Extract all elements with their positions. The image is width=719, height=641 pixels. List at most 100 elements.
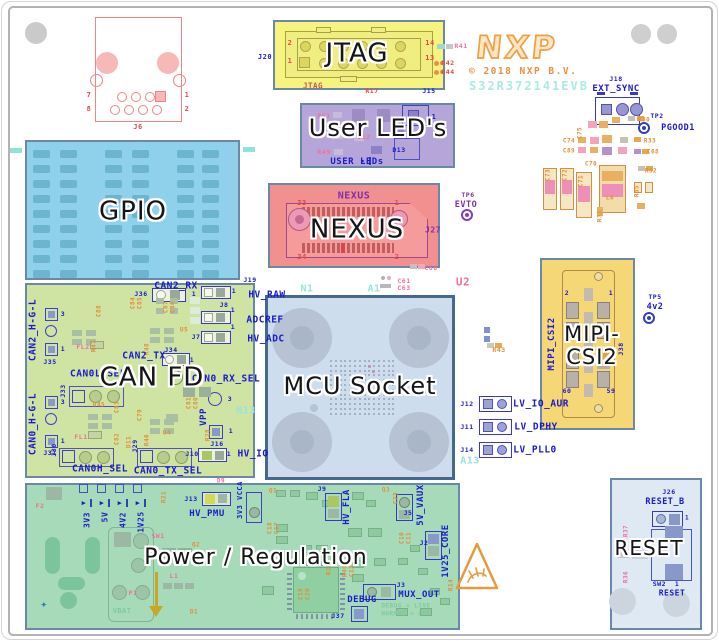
- bga-dot: [378, 412, 380, 415]
- bga-dot: [363, 398, 366, 401]
- silk-label: CAN0_H-G-L: [27, 392, 39, 456]
- bga-dot: [382, 384, 385, 386]
- bga-dot: [349, 412, 352, 415]
- pcb-shape: [145, 92, 155, 102]
- silk-label: VBAT: [112, 607, 132, 615]
- silk-label: ▶: [360, 157, 366, 165]
- pcb-shape: [597, 207, 603, 216]
- pcb-shape: [45, 537, 60, 574]
- pcb-shape: [398, 558, 408, 565]
- pcb-shape: [48, 311, 55, 318]
- silk-label: HV_PMU: [189, 509, 225, 519]
- silk-label: 4v2: [646, 302, 664, 312]
- gpio-pad: [132, 195, 149, 203]
- bga-dot: [358, 379, 361, 382]
- bga-dot: [349, 369, 352, 372]
- silk-label: PGOOD1: [661, 123, 695, 133]
- pcb-shape: [366, 500, 376, 507]
- pcb-shape: [131, 558, 146, 573]
- gpio-pad: [33, 255, 50, 263]
- label-power: Power / Regulation: [144, 544, 368, 570]
- bga-dot: [334, 388, 337, 391]
- silk-label: N13: [236, 405, 256, 417]
- pcb-shape: [162, 548, 176, 558]
- gpio-pad: [60, 225, 77, 233]
- silk-label: 1: [230, 306, 236, 314]
- bga-dot: [363, 360, 366, 362]
- silk-label: 1: [184, 91, 190, 99]
- pcb-shape: [156, 308, 164, 314]
- silk-label: CAN2_TX: [122, 350, 166, 362]
- bga-dot: [378, 369, 380, 372]
- pcb-shape: [394, 138, 420, 160]
- pcb-shape: [584, 336, 593, 349]
- label-mcu-socket: MCU Socket: [283, 371, 437, 400]
- label-nexus: NEXUS: [309, 214, 405, 245]
- gpio-pad: [202, 210, 219, 218]
- bga-dot: [387, 398, 390, 401]
- pcb-shape: [328, 509, 339, 518]
- silk-label: C23: [392, 491, 400, 505]
- bga-dot: [373, 364, 376, 367]
- pcb-shape: [115, 484, 124, 493]
- silk-label: SW1: [151, 532, 165, 540]
- silk-label: 1: [431, 113, 437, 121]
- pcb-shape: [60, 592, 77, 609]
- silk-label: R43: [492, 346, 506, 354]
- pcb-shape: [144, 499, 146, 507]
- pcb-shape: [642, 149, 649, 154]
- bga-dot: [392, 412, 395, 415]
- bga-dot: [354, 364, 356, 367]
- pcb-shape: [177, 355, 186, 364]
- gpio-pad: [105, 240, 122, 248]
- silk-label: U5: [179, 326, 189, 334]
- silk-label: J19: [243, 276, 257, 284]
- pcb-shape: [215, 451, 224, 460]
- pcb-shape: [112, 585, 127, 600]
- gpio-pad: [177, 210, 194, 218]
- pcb-shape: [296, 561, 336, 566]
- pcb-shape: [290, 490, 300, 497]
- bga-dot: [358, 384, 361, 386]
- pcb-shape: [440, 70, 444, 74]
- pcb-shape: [632, 546, 648, 559]
- pcb-shape: [465, 213, 469, 217]
- silk-label: C71: [577, 174, 585, 188]
- bga-dot: [392, 388, 395, 391]
- silk-label: C86: [169, 300, 177, 314]
- pcb-shape: [402, 105, 429, 126]
- silk-label: 5V_VAUX: [416, 484, 426, 526]
- bga-dot: [382, 408, 385, 410]
- pcb-shape: [45, 435, 58, 448]
- pcb-shape: [369, 157, 371, 165]
- pcb-shape: [395, 58, 406, 69]
- pcb-shape: [150, 419, 160, 425]
- silk-label: CAN0_RX_SEL: [191, 373, 261, 385]
- pcb-shape: [170, 298, 178, 304]
- silk-label: J29: [131, 439, 139, 453]
- bga-dot: [382, 403, 385, 406]
- pcb-shape: [663, 590, 690, 617]
- gpio-pad: [202, 195, 219, 203]
- bga-dot: [358, 412, 361, 415]
- bga-dot: [378, 398, 380, 401]
- bga-dot: [358, 393, 361, 396]
- pcb-shape: [371, 27, 386, 33]
- pcb-shape: [90, 341, 104, 349]
- bga-dot: [344, 364, 347, 367]
- pcb-shape: [319, 58, 330, 69]
- bga-dot: [392, 403, 395, 406]
- pcb-shape: [407, 326, 431, 350]
- pcb-shape: [48, 346, 55, 353]
- silk-label: J36: [134, 290, 148, 298]
- pcb-shape: [138, 105, 148, 115]
- pcb-shape: [377, 109, 390, 122]
- silk-label: DEBUG: [347, 595, 377, 605]
- gpio-pad: [33, 240, 50, 248]
- bga-dot: [378, 403, 380, 406]
- pcb-shape: [208, 392, 222, 406]
- silk-label: R30: [637, 116, 651, 124]
- pcb-shape: [387, 276, 391, 280]
- pcb-shape: [665, 526, 683, 542]
- bga-dot: [378, 374, 380, 377]
